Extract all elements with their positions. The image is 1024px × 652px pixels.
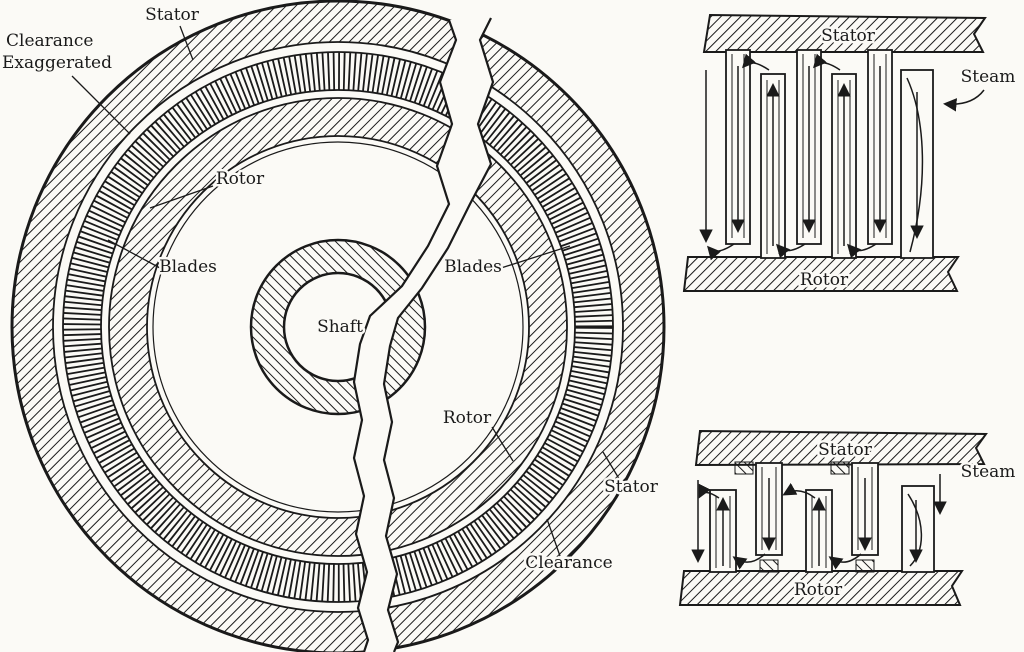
stator-blade-walls	[761, 467, 873, 550]
label-blades-left: Blades	[159, 257, 217, 277]
steam-flow-arrows	[699, 53, 985, 261]
rotor-blades	[760, 69, 934, 259]
break-gap	[354, 18, 493, 652]
label-impulse-rotor: Rotor	[794, 580, 843, 600]
leader-stator-top	[179, 25, 194, 61]
label-stator-right: Stator	[604, 477, 659, 497]
label-rotor-lower: Rotor	[443, 408, 492, 428]
steam-flow-arrows	[691, 474, 947, 570]
stator-bar	[702, 13, 987, 53]
leader-rotor-upper	[149, 185, 214, 209]
leader-blades-left	[107, 239, 161, 269]
blade-ring	[63, 52, 613, 602]
rotor-web-line	[152, 141, 524, 513]
leader-stator-right	[602, 451, 622, 483]
rotor-blade-walls	[766, 80, 851, 254]
label-clearance-exaggerated-line2: Exaggerated	[2, 53, 112, 73]
label-reaction-steam: Steam	[961, 67, 1016, 87]
label-clearance-lower: Clearance	[525, 553, 612, 573]
label-reaction-rotor: Rotor	[800, 270, 849, 290]
label-clearance-exaggerated-line1: Clearance	[6, 31, 93, 51]
label-impulse-stator: Stator	[818, 440, 873, 460]
blade-ring-outer-edge	[62, 51, 614, 603]
label-stator-top: Stator	[145, 5, 200, 25]
leader-rotor-lower	[491, 426, 514, 462]
axial-section-impulse: Stator Steam Rotor	[678, 429, 1018, 606]
rotor-blades	[709, 485, 935, 573]
label-impulse-steam: Steam	[961, 462, 1016, 482]
leader-blades-right	[500, 245, 571, 269]
blade-ring-inner-edge	[100, 89, 576, 565]
stator-blades	[725, 49, 893, 245]
break-edge-left	[352, 19, 458, 652]
rotor-blade-walls	[715, 496, 827, 568]
stator-blade-walls	[731, 54, 887, 238]
label-blades-right: Blades	[444, 257, 502, 277]
leader-clearance-exaggerated	[71, 75, 131, 135]
leader-clearance-lower	[546, 518, 561, 557]
label-reaction-stator: Stator	[821, 26, 876, 46]
blade-root-blocks	[734, 461, 875, 573]
stator-bar	[694, 429, 988, 467]
radial-section: Clearance Exaggerated Stator Rotor Blade…	[0, 0, 666, 652]
label-shaft: Shaft	[317, 317, 363, 337]
axial-section-reaction: Stator Steam Rotor	[682, 13, 1018, 293]
break-edge-right	[382, 17, 495, 652]
label-rotor-upper: Rotor	[216, 169, 265, 189]
